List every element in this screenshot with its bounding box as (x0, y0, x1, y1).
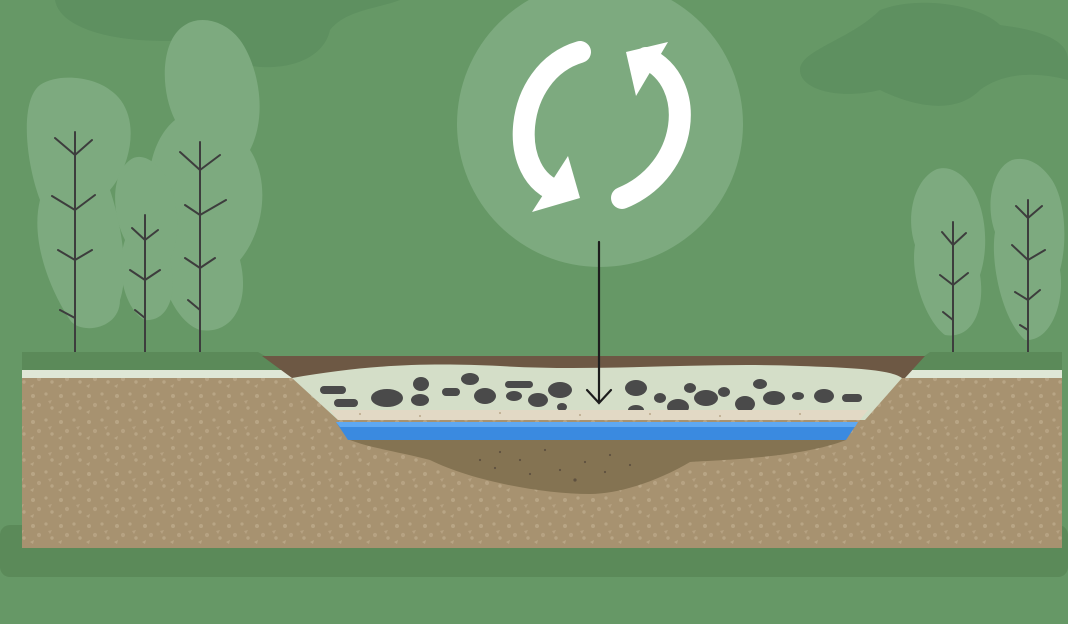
water-surface (336, 422, 858, 427)
right-bank-grass (905, 352, 1062, 370)
left-bank-grass (22, 352, 290, 370)
sand-layer (330, 410, 868, 420)
left-bank-liner (22, 370, 300, 378)
right-bank-liner (898, 370, 1062, 378)
